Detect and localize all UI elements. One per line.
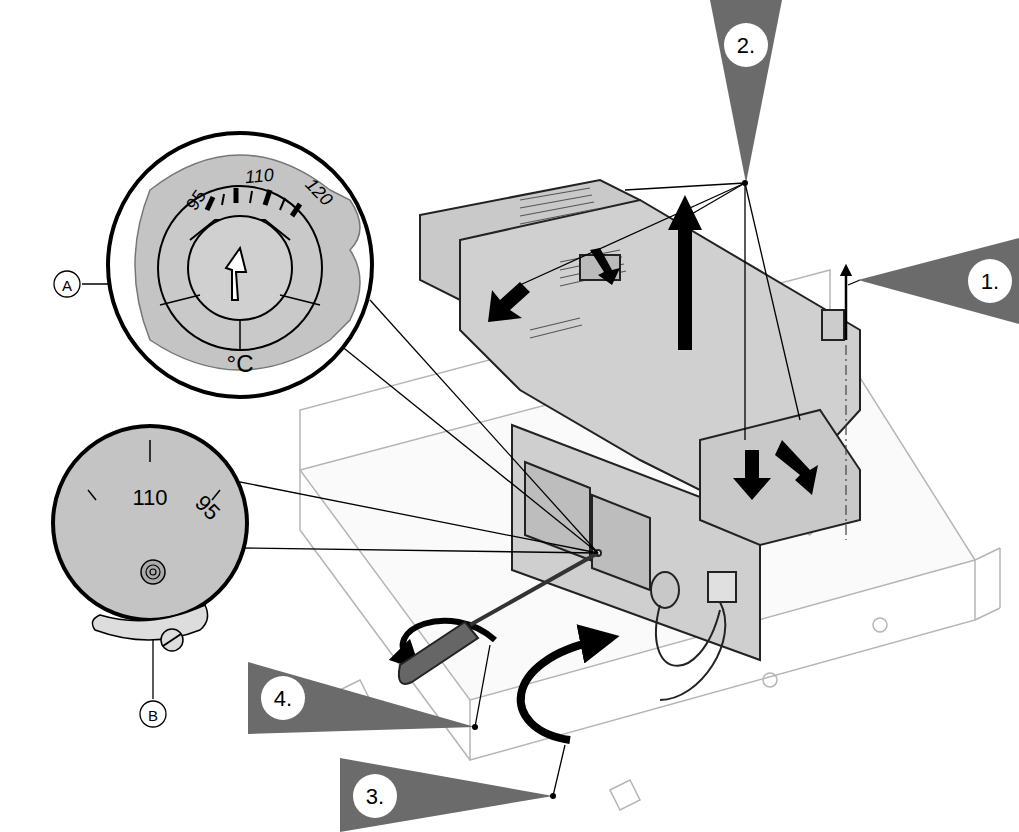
callout-number: 2. (737, 35, 755, 57)
scale-value: 110 (132, 487, 167, 509)
callout-circle (140, 701, 166, 727)
screwdriver (399, 553, 598, 684)
step-callouts (248, 0, 1019, 832)
part-letter: A (62, 278, 72, 293)
scale-value: 110 (244, 166, 274, 186)
plug-module (420, 180, 860, 545)
callout-number: 4. (274, 688, 292, 710)
callout-circle (54, 271, 80, 297)
callout-number: 3. (366, 786, 384, 808)
guide-line (845, 345, 846, 540)
thermostat-detail (108, 133, 372, 397)
rotate-arrow (521, 640, 600, 740)
callout-number: 1. (981, 271, 999, 293)
motion-arrows (488, 195, 846, 500)
potentiometer-detail (53, 426, 247, 651)
part-letter: B (148, 708, 158, 723)
unit-label: °C (227, 352, 254, 376)
